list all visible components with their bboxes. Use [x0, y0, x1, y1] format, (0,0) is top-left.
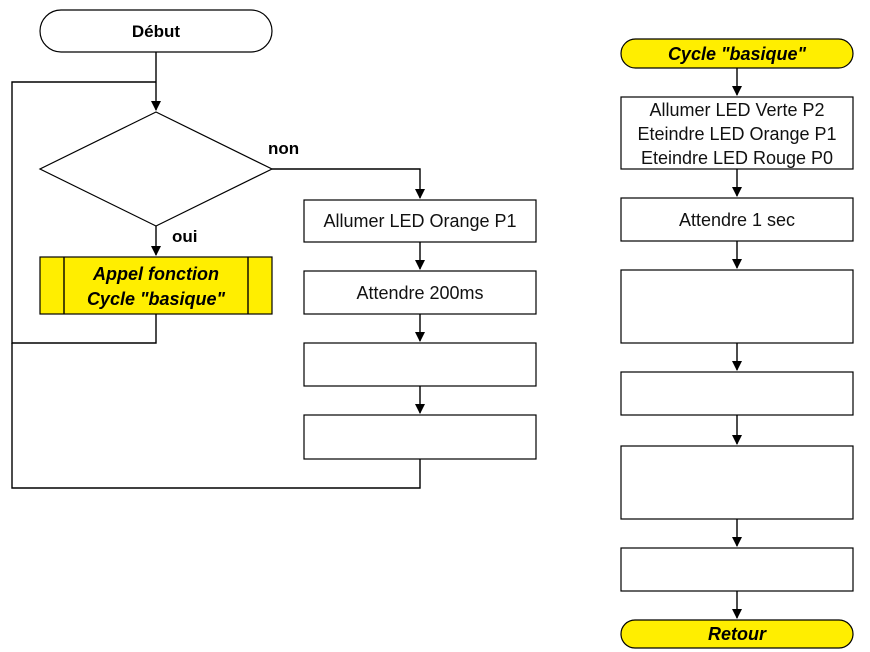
- cycle-step-leds-line2: Eteindre LED Orange P1: [637, 124, 836, 144]
- decision-no-label: non: [268, 139, 299, 158]
- decision-diamond: [38, 111, 274, 227]
- cycle-step-leds-line3: Eteindre LED Rouge P0: [641, 148, 833, 168]
- return-label: Retour: [708, 624, 767, 644]
- branch-step-3: [303, 342, 537, 387]
- call-box-line2: Cycle "basique": [87, 289, 226, 309]
- arrow-no-to-step1: [272, 168, 425, 199]
- cycle-step-leds-line1: Allumer LED Verte P2: [649, 100, 824, 120]
- return-terminator: [620, 619, 854, 649]
- call-box-line1: Appel fonction: [92, 264, 219, 284]
- cycle-basique-flowchart: Cycle "basique" Allumer LED Verte P2 Ete…: [620, 38, 854, 649]
- call-function-box: [39, 256, 273, 315]
- branch-step-4: [303, 414, 537, 460]
- main-flowchart: Début non oui Appel fonction Cycle "basi…: [11, 9, 537, 489]
- cycle-step-wait: [620, 197, 854, 242]
- branch-step-1-label: Allumer LED Orange P1: [323, 211, 516, 231]
- cycle-step-wait-label: Attendre 1 sec: [679, 210, 795, 230]
- cycle-empty-step-1: [620, 269, 854, 344]
- decision-yes-label: oui: [172, 227, 198, 246]
- cycle-empty-step-3: [620, 445, 854, 520]
- cycle-empty-step-2: [620, 371, 854, 416]
- start-label: Début: [132, 22, 181, 41]
- cycle-step-leds: [620, 96, 854, 170]
- loop-no-back: [11, 343, 421, 489]
- branch-step-2-label: Attendre 200ms: [356, 283, 483, 303]
- cycle-title-label: Cycle "basique": [668, 44, 807, 64]
- cycle-empty-step-4: [620, 547, 854, 592]
